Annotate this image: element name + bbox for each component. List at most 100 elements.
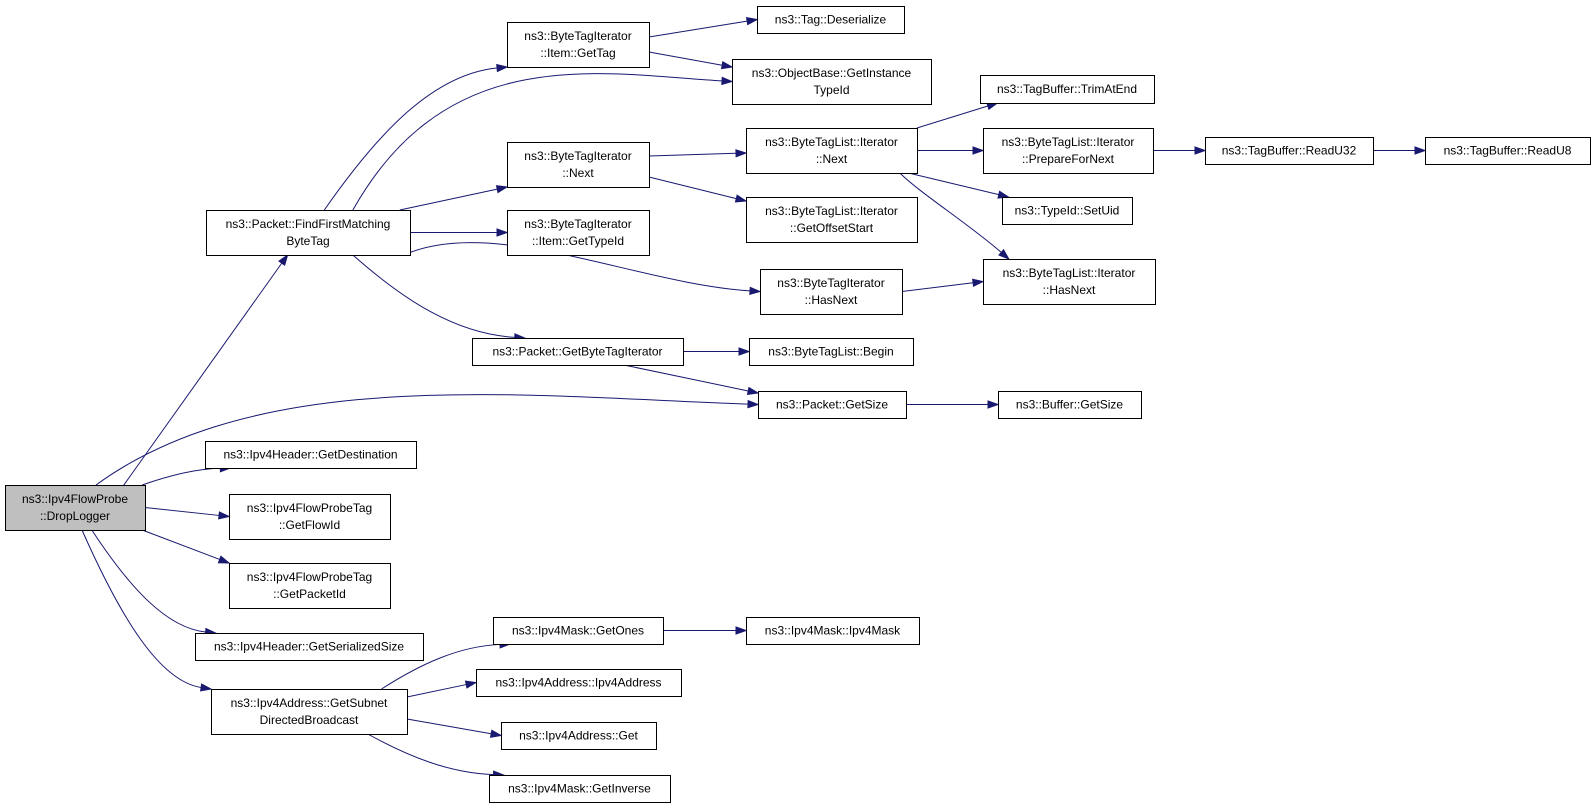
node-item-get-type-id[interactable]: ns3::ByteTagIterator::Item::GetTypeId: [507, 210, 650, 256]
node-box: [1002, 197, 1133, 225]
edge-find-first-matching-byte-tag-to-get-byte-tag-iterator: [352, 254, 527, 342]
node-box: [746, 128, 918, 174]
node-label: ::Item::GetTag: [540, 46, 615, 60]
node-get-ones[interactable]: ns3::Ipv4Mask::GetOnes: [493, 617, 664, 645]
node-get-destination[interactable]: ns3::Ipv4Header::GetDestination: [205, 441, 417, 469]
node-ipv4-mask-ctor[interactable]: ns3::Ipv4Mask::Ipv4Mask: [746, 617, 920, 645]
edge-arrowhead: [278, 253, 289, 266]
node-box: [758, 391, 907, 419]
node-label: ns3::ObjectBase::GetInstance: [752, 66, 912, 80]
edge-line: [81, 529, 202, 688]
node-label: ns3::Ipv4FlowProbe: [22, 492, 128, 506]
edge-drop-logger-to-get-flow-id: [144, 507, 231, 520]
edge-item-get-tag-to-tag-deserialize: [648, 17, 759, 38]
node-box: [749, 338, 914, 366]
node-trim-at-end[interactable]: ns3::TagBuffer::TrimAtEnd: [980, 75, 1155, 104]
edge-byte-tag-list-iterator-next-to-set-uid: [908, 172, 1010, 199]
node-label: ns3::ByteTagList::Iterator: [765, 204, 898, 218]
node-label: ns3::Ipv4Address::Get: [519, 729, 638, 743]
node-ipv4-address-ctor[interactable]: ns3::Ipv4Address::Ipv4Address: [476, 669, 682, 697]
node-label: ns3::Ipv4Mask::GetInverse: [508, 782, 651, 796]
node-byte-tag-list-iterator-next[interactable]: ns3::ByteTagList::Iterator::Next: [746, 128, 918, 174]
node-prepare-for-next[interactable]: ns3::ByteTagList::Iterator::PrepareForNe…: [983, 128, 1154, 174]
node-get-packet-id[interactable]: ns3::Ipv4FlowProbeTag::GetPacketId: [229, 563, 391, 609]
node-byte-tag-iterator-next[interactable]: ns3::ByteTagIterator::Next: [507, 142, 650, 188]
edge-line: [648, 152, 737, 157]
edge-arrowhead: [749, 286, 762, 296]
node-label: ns3::Ipv4Address::Ipv4Address: [495, 676, 661, 690]
node-box: [476, 669, 682, 697]
node-byte-tag-iterator-has-next[interactable]: ns3::ByteTagIterator::HasNext: [760, 269, 903, 315]
node-box: [507, 210, 650, 256]
edge-line: [399, 188, 498, 211]
node-box: [501, 722, 657, 750]
node-get-byte-tag-iterator[interactable]: ns3::Packet::GetByteTagIterator: [472, 338, 684, 366]
edge-arrowhead: [489, 729, 503, 738]
edge-line: [142, 467, 221, 486]
node-item-get-tag[interactable]: ns3::ByteTagIterator::Item::GetTag: [507, 22, 650, 68]
node-tag-deserialize[interactable]: ns3::Tag::Deserialize: [757, 6, 905, 34]
edge-line: [91, 529, 206, 633]
node-label: ::GetPacketId: [273, 587, 346, 601]
node-label: ns3::Ipv4Mask::Ipv4Mask: [765, 624, 901, 638]
node-get-offset-start[interactable]: ns3::ByteTagList::Iterator::GetOffsetSta…: [746, 197, 918, 243]
node-label: ::GetOffsetStart: [790, 221, 874, 235]
node-get-serialized-size[interactable]: ns3::Ipv4Header::GetSerializedSize: [195, 633, 424, 661]
edge-byte-tag-iterator-next-to-get-offset-start: [648, 176, 748, 203]
nodes-layer: ns3::Ipv4FlowProbe::DropLogger ns3::Packe…: [5, 6, 1591, 803]
node-set-uid[interactable]: ns3::TypeId::SetUid: [1002, 197, 1133, 225]
node-label: ns3::ByteTagList::Begin: [768, 345, 893, 359]
edge-read-u32-to-read-u8: [1373, 146, 1427, 155]
edge-arrowhead: [496, 228, 509, 237]
node-get-subnet-directed-broadcast[interactable]: ns3::Ipv4Address::GetSubnetDirectedBroad…: [211, 689, 408, 735]
node-label: ::HasNext: [805, 293, 858, 307]
edge-byte-tag-list-iterator-next-to-trim-at-end: [916, 102, 999, 129]
edge-line: [908, 172, 999, 196]
edge-line: [352, 254, 515, 338]
edge-line: [406, 684, 467, 698]
edge-drop-logger-to-get-serialized-size: [91, 529, 218, 637]
node-get-flow-id[interactable]: ns3::Ipv4FlowProbeTag::GetFlowId: [229, 494, 391, 540]
edge-line: [899, 172, 1002, 253]
node-box: [229, 494, 391, 540]
node-buffer-get-size[interactable]: ns3::Buffer::GetSize: [998, 391, 1142, 419]
node-box: [5, 485, 146, 531]
node-label: ns3::Tag::Deserialize: [775, 13, 887, 27]
node-label: ns3::TagBuffer::ReadU32: [1222, 144, 1357, 158]
node-drop-logger[interactable]: ns3::Ipv4FlowProbe::DropLogger: [5, 485, 146, 531]
edge-arrowhead: [987, 400, 1000, 409]
edge-arrowhead: [218, 511, 231, 520]
edge-arrowhead: [738, 347, 751, 356]
edge-line: [623, 364, 749, 392]
node-box: [489, 775, 671, 803]
node-label: ns3::Ipv4FlowProbeTag: [247, 570, 372, 584]
node-ipv4-address-get[interactable]: ns3::Ipv4Address::Get: [501, 722, 657, 750]
node-byte-tag-list-iterator-has-next[interactable]: ns3::ByteTagList::Iterator::HasNext: [983, 259, 1156, 305]
edge-line: [352, 73, 723, 211]
edge-arrowhead: [745, 17, 759, 26]
node-box: [195, 633, 424, 661]
edge-find-first-matching-byte-tag-to-item-get-type-id: [410, 228, 509, 237]
edge-line: [144, 507, 220, 516]
node-box: [1425, 137, 1591, 165]
node-label: ns3::ByteTagList::Iterator: [1002, 135, 1135, 149]
node-label: ::GetFlowId: [279, 518, 340, 532]
node-label: ns3::Ipv4FlowProbeTag: [247, 501, 372, 515]
node-packet-get-size[interactable]: ns3::Packet::GetSize: [758, 391, 907, 419]
edge-arrowhead: [496, 63, 509, 73]
node-get-inverse[interactable]: ns3::Ipv4Mask::GetInverse: [489, 775, 671, 803]
node-label: ns3::ByteTagList::Iterator: [765, 135, 898, 149]
edge-line: [648, 51, 723, 66]
node-box: [760, 269, 903, 315]
node-box: [757, 6, 905, 34]
node-byte-tag-list-begin[interactable]: ns3::ByteTagList::Begin: [749, 338, 914, 366]
node-label: ByteTag: [286, 234, 329, 248]
edge-line: [916, 105, 988, 129]
node-read-u8[interactable]: ns3::TagBuffer::ReadU8: [1425, 137, 1591, 165]
node-read-u32[interactable]: ns3::TagBuffer::ReadU32: [1205, 137, 1374, 165]
node-label: ns3::ByteTagIterator: [524, 217, 631, 231]
edge-arrowhead: [464, 680, 478, 689]
